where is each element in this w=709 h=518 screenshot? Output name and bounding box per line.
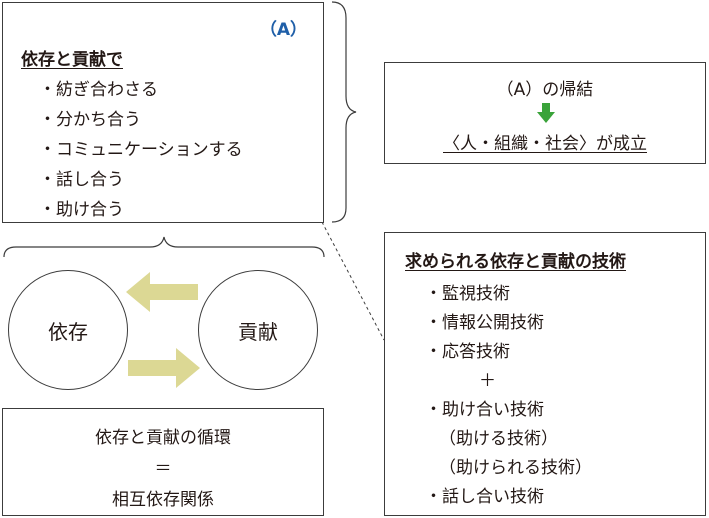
- result-line-1: （A）の帰結: [385, 75, 705, 100]
- box-a-list: ・紡ぎ合わさる ・分かち合う ・コミュニケーションする ・話し合う ・助け合う: [39, 75, 243, 225]
- tech-item: ・応答技術: [425, 342, 510, 362]
- dashed-connector: [321, 221, 385, 341]
- result-line-2: 〈人・組織・社会〉が成立: [443, 134, 647, 154]
- tech-subitem: （助けられる技術）: [439, 458, 592, 478]
- tech-box-title: 求められる依存と貢献の技術: [405, 252, 626, 272]
- cycle-box-line-3: 相互依存関係: [112, 490, 214, 510]
- right-arrow: [128, 348, 200, 388]
- list-item: ・コミュニケーションする: [39, 140, 243, 160]
- down-arrow-icon: [537, 103, 555, 123]
- contribution-circle: 貢献: [198, 270, 318, 390]
- result-line-1-text: （A）の帰結: [496, 80, 594, 100]
- list-item: ・紡ぎ合わさる: [39, 80, 158, 100]
- cycle-box-line-1: 依存と貢献の循環: [95, 428, 231, 448]
- left-arrow: [126, 272, 198, 312]
- box-a-label: （A）: [259, 20, 307, 40]
- right-brace: [331, 1, 357, 223]
- box-a: （A） 依存と貢献で ・紡ぎ合わさる ・分かち合う ・コミュニケーションする ・…: [2, 2, 324, 223]
- tech-subitem: （助ける技術）: [439, 429, 558, 449]
- contribution-label: 貢献: [238, 319, 278, 344]
- dependence-circle: 依存: [8, 270, 128, 390]
- list-item: ・分かち合う: [39, 110, 141, 130]
- top-brace: [3, 236, 325, 258]
- tech-box: 求められる依存と貢献の技術 ・監視技術 ・情報公開技術 ・応答技術 ＋ ・助け合…: [384, 232, 706, 516]
- tech-item: ・情報公開技術: [425, 313, 544, 333]
- tech-item: ・監視技術: [425, 284, 510, 304]
- list-item: ・助け合う: [39, 200, 124, 220]
- tech-item: ・助け合い技術: [425, 400, 544, 420]
- list-item: ・話し合う: [39, 170, 124, 190]
- cycle-box-line-2: ＝: [154, 459, 172, 479]
- plus-sign: ＋: [479, 371, 496, 391]
- tech-item: ・話し合い技術: [425, 487, 544, 507]
- result-box: （A）の帰結 〈人・組織・社会〉が成立: [384, 62, 706, 164]
- box-a-title: 依存と貢献で: [21, 50, 123, 70]
- cycle-box: 依存と貢献の循環 ＝ 相互依存関係: [2, 408, 324, 516]
- dependence-label: 依存: [48, 319, 88, 344]
